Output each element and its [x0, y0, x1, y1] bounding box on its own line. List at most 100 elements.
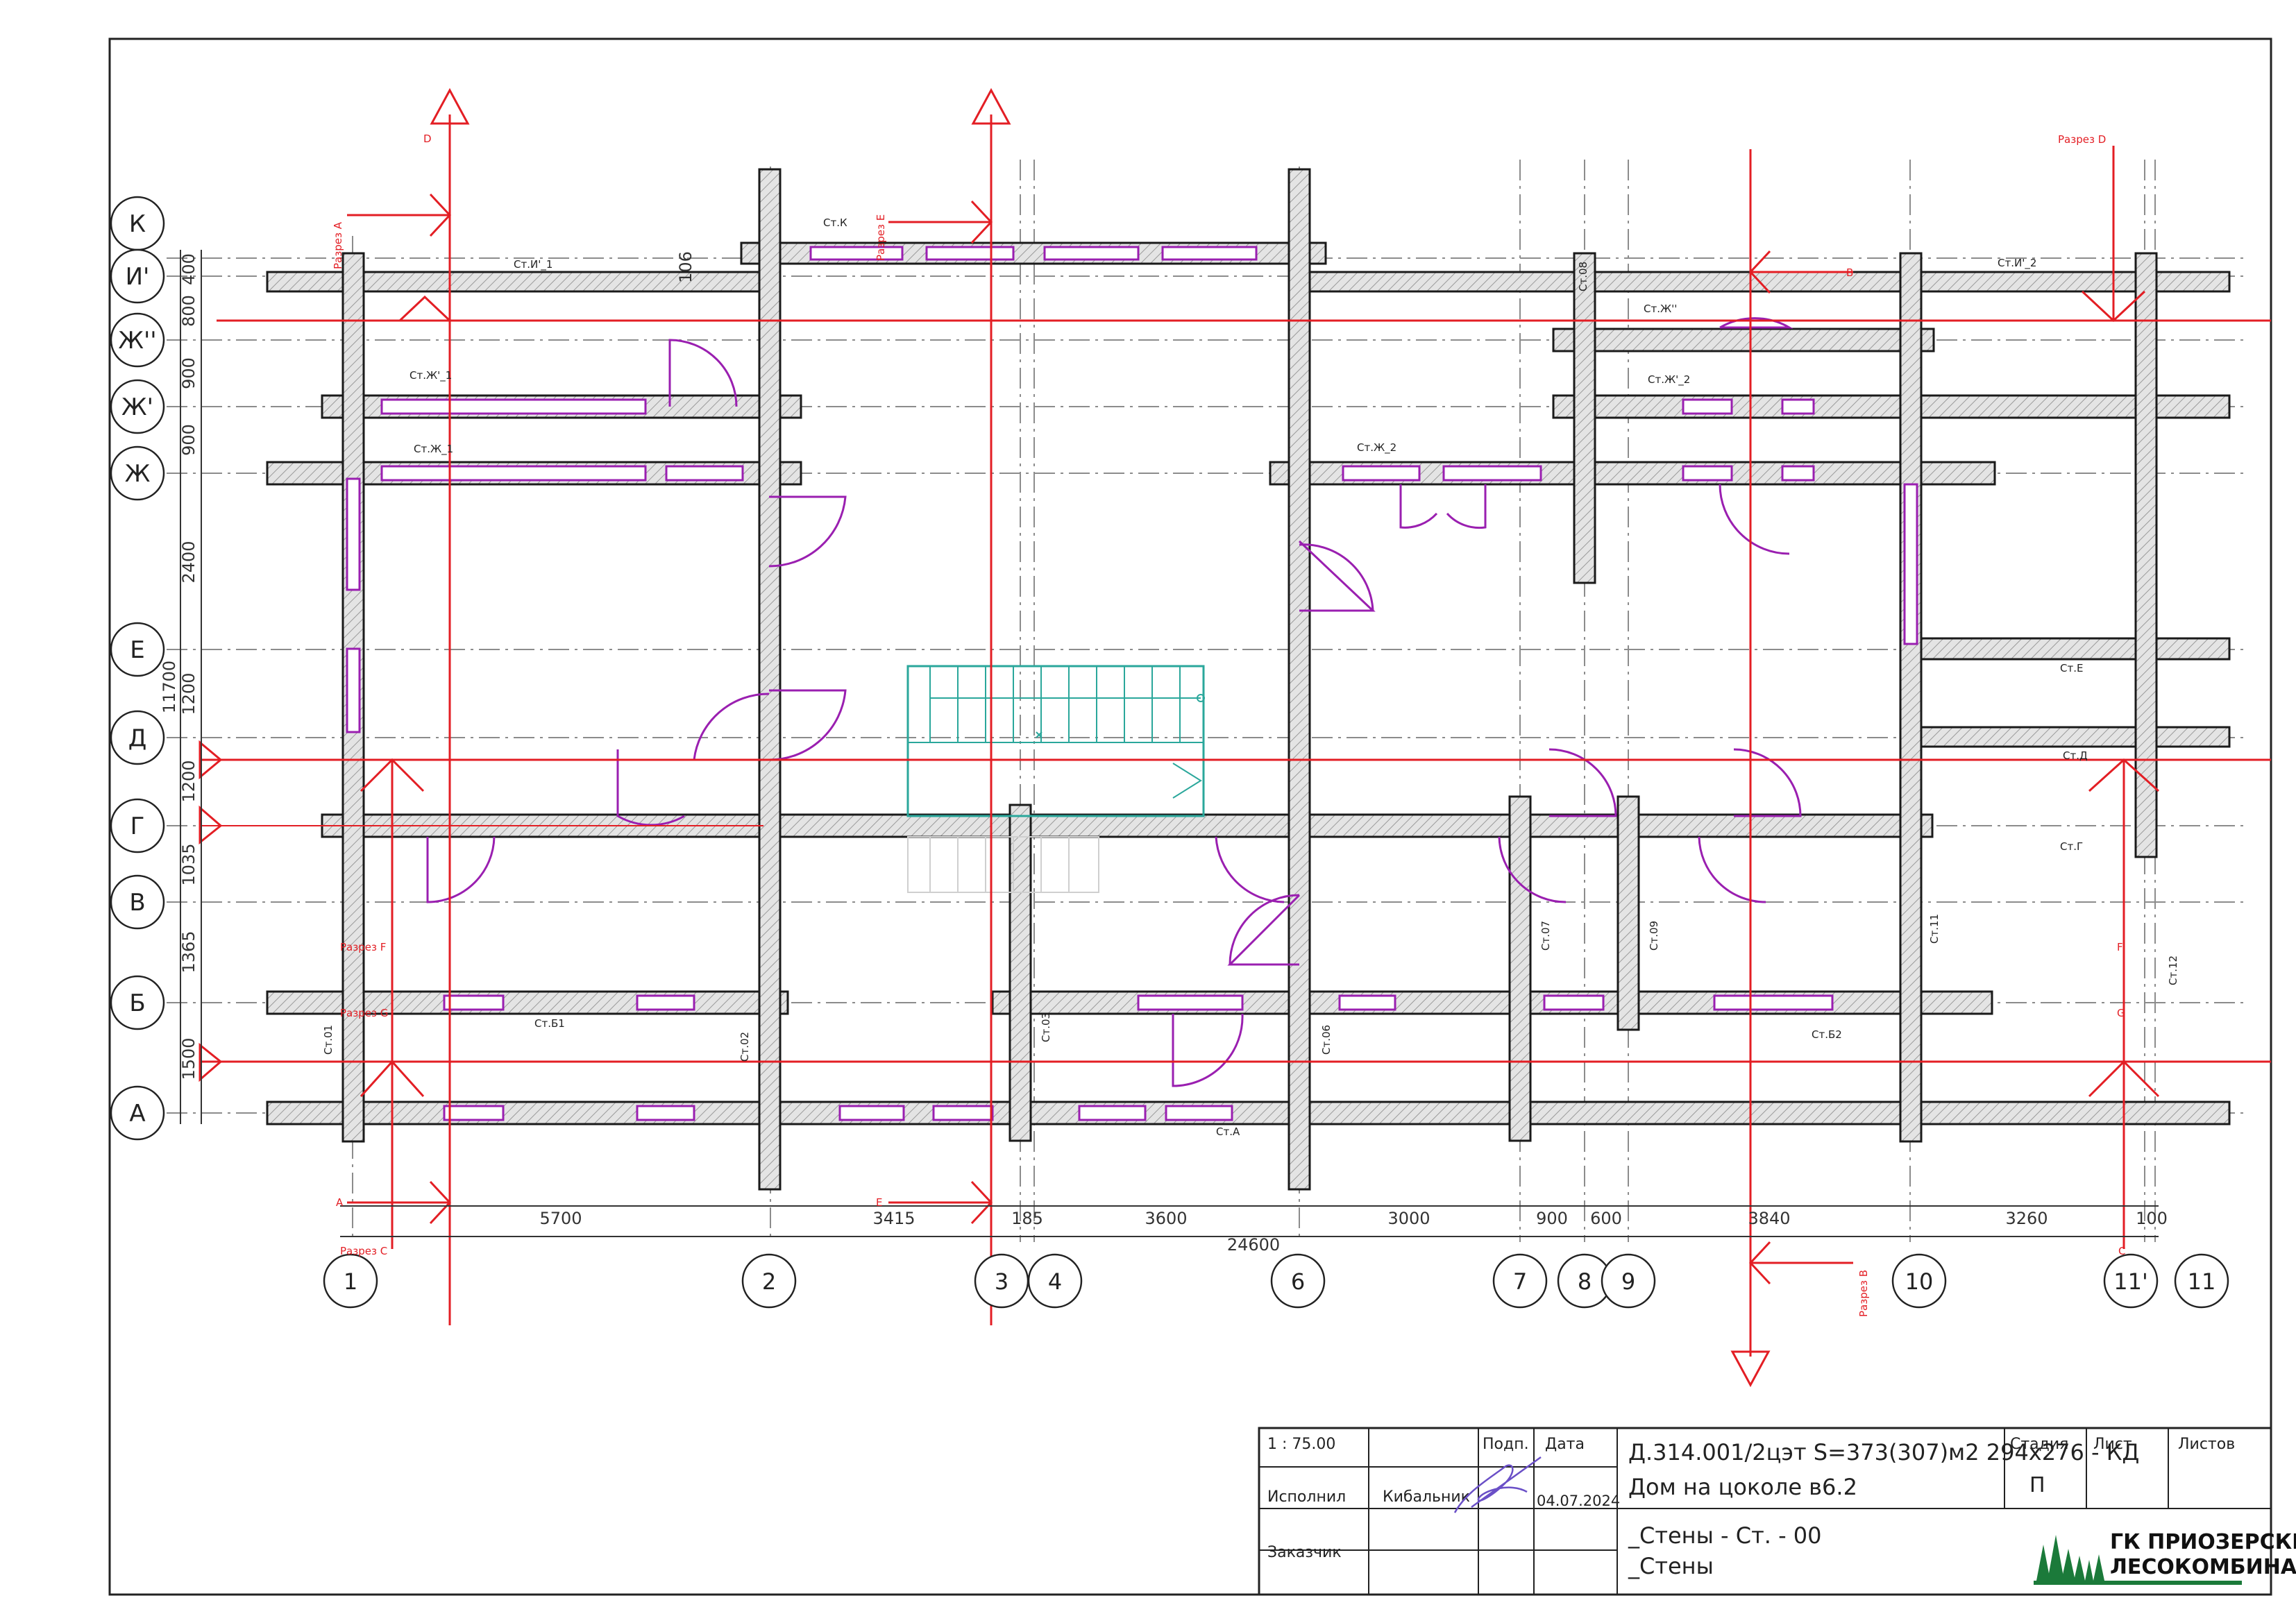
svg-text:А: А: [336, 1196, 344, 1209]
tag-st-09: Ст.09: [1648, 921, 1660, 951]
window: [1342, 465, 1421, 482]
svg-text:Кибальник: Кибальник: [1383, 1488, 1470, 1506]
wall-a: [266, 1101, 2231, 1125]
wall-d: [1909, 726, 2231, 748]
axis-bubble-10: 10: [1891, 1253, 1947, 1309]
svg-text:6: 6: [1291, 1268, 1305, 1295]
axis-bubble-2: 2: [741, 1253, 797, 1309]
wall-zh2-right: [1552, 394, 2231, 419]
svg-text:Стадия: Стадия: [2010, 1436, 2068, 1453]
window-openings: [346, 246, 1918, 1121]
svg-text:2: 2: [762, 1268, 776, 1295]
door-swing: [768, 495, 847, 568]
svg-text:Исполнил: Исполнил: [1267, 1488, 1346, 1506]
svg-text:800: 800: [179, 295, 199, 327]
door-swing: [668, 339, 738, 407]
wall-07: [1508, 795, 1532, 1142]
svg-text:3260: 3260: [2005, 1209, 2048, 1228]
window: [1043, 246, 1140, 261]
window: [925, 246, 1015, 261]
svg-text:Е: Е: [130, 636, 144, 664]
door-swing: [1446, 484, 1487, 529]
svg-text:Дата: Дата: [1545, 1436, 1585, 1453]
door-swing: [1698, 836, 1766, 903]
axis-bubble-zh3: Ж'': [110, 312, 165, 368]
door-swing: [1733, 748, 1802, 817]
svg-text:D: D: [423, 133, 432, 145]
svg-text:3000: 3000: [1387, 1209, 1430, 1228]
svg-text:1: 1: [344, 1268, 357, 1295]
svg-text:В: В: [129, 889, 145, 917]
svg-text:3840: 3840: [1748, 1209, 1790, 1228]
section-arrow: [1730, 1350, 1771, 1388]
tag-st-12: Ст.12: [2167, 955, 2179, 985]
svg-text:Ж'': Ж'': [118, 327, 156, 355]
svg-text:G: G: [2117, 1007, 2125, 1019]
svg-text:900: 900: [179, 424, 199, 456]
tag-st-07: Ст.07: [1539, 921, 1552, 951]
section-cut-lines: [199, 87, 2271, 1388]
window: [1543, 994, 1605, 1011]
window: [636, 994, 695, 1011]
axis-bubble-9: 9: [1601, 1253, 1656, 1309]
window: [1781, 465, 1815, 482]
svg-text:5700: 5700: [539, 1209, 582, 1228]
window: [1903, 483, 1918, 645]
wall-08: [1573, 252, 1596, 584]
svg-text:Разрез Е: Разрез Е: [875, 214, 887, 261]
axis-bubble-k: К: [110, 196, 165, 251]
svg-text:Разрез В: Разрез В: [1857, 1270, 1870, 1317]
svg-text:1200: 1200: [179, 672, 199, 715]
section-labels: Разрез А D Разрез Е Разрез D В Разрез F …: [332, 133, 2125, 1317]
window: [1781, 398, 1815, 415]
svg-text:3: 3: [995, 1268, 1008, 1295]
svg-text:7: 7: [1513, 1268, 1527, 1295]
svg-text:Ж: Ж: [125, 460, 151, 488]
svg-text:Д: Д: [128, 724, 147, 752]
window: [665, 465, 744, 482]
door-swing: [1719, 317, 1793, 329]
svg-text:А: А: [129, 1100, 145, 1128]
svg-text:900: 900: [179, 357, 199, 389]
svg-text:Разрез F: Разрез F: [340, 941, 386, 953]
window: [1338, 994, 1396, 1011]
svg-text:3415: 3415: [872, 1209, 915, 1228]
svg-text:04.07.2024: 04.07.2024: [1537, 1493, 1620, 1509]
axis-bubble-6: 6: [1270, 1253, 1326, 1309]
window: [380, 398, 647, 415]
sheet-title-2: _Стены: [1628, 1553, 1714, 1579]
window: [1161, 246, 1258, 261]
window: [1137, 994, 1244, 1011]
tag-st-11: Ст.11: [1928, 914, 1941, 944]
tag-st-02: Ст.02: [738, 1032, 751, 1062]
axis-bubble-zh: Ж: [110, 445, 165, 501]
window: [932, 1105, 994, 1121]
svg-text:9: 9: [1621, 1268, 1635, 1295]
svg-text:Заказчик: Заказчик: [1267, 1544, 1342, 1561]
sheet-title-1: _Стены - Ст. - 00: [1628, 1522, 1822, 1549]
stair-lower-flight: [907, 836, 1099, 893]
svg-text:Б: Б: [129, 989, 145, 1017]
tag-st-zh3: Ст.Ж'': [1644, 303, 1677, 315]
window: [346, 477, 361, 591]
tag-st-k: Ст.К: [823, 216, 847, 229]
svg-text:1365: 1365: [179, 931, 199, 973]
svg-text:Г: Г: [130, 813, 145, 840]
row-axis-markers: К И' Ж'' Ж' Ж Е Д Г В Б А: [110, 196, 165, 1141]
svg-text:1200: 1200: [179, 760, 199, 802]
door-swing: [1399, 484, 1438, 529]
wall-02: [758, 168, 782, 1191]
tag-st-zh2-2: Ст.Ж'_2: [1648, 373, 1690, 386]
axis-bubble-8: 8: [1557, 1253, 1612, 1309]
svg-text:11': 11': [2113, 1268, 2148, 1295]
svg-text:С: С: [2118, 1245, 2125, 1257]
door-swing: [1719, 484, 1790, 555]
column-axis-markers: 1 2 3 4 6 7 8 9 10 11' 11: [323, 1253, 2229, 1309]
axis-bubble-4: 4: [1027, 1253, 1083, 1309]
signature: [1453, 1456, 1542, 1513]
tag-st-03: Ст.03: [1040, 1012, 1052, 1042]
tag-st-06: Ст.06: [1320, 1025, 1333, 1055]
door-swing: [1172, 1013, 1244, 1087]
svg-text:Разрез G: Разрез G: [340, 1007, 388, 1019]
window: [636, 1105, 695, 1121]
